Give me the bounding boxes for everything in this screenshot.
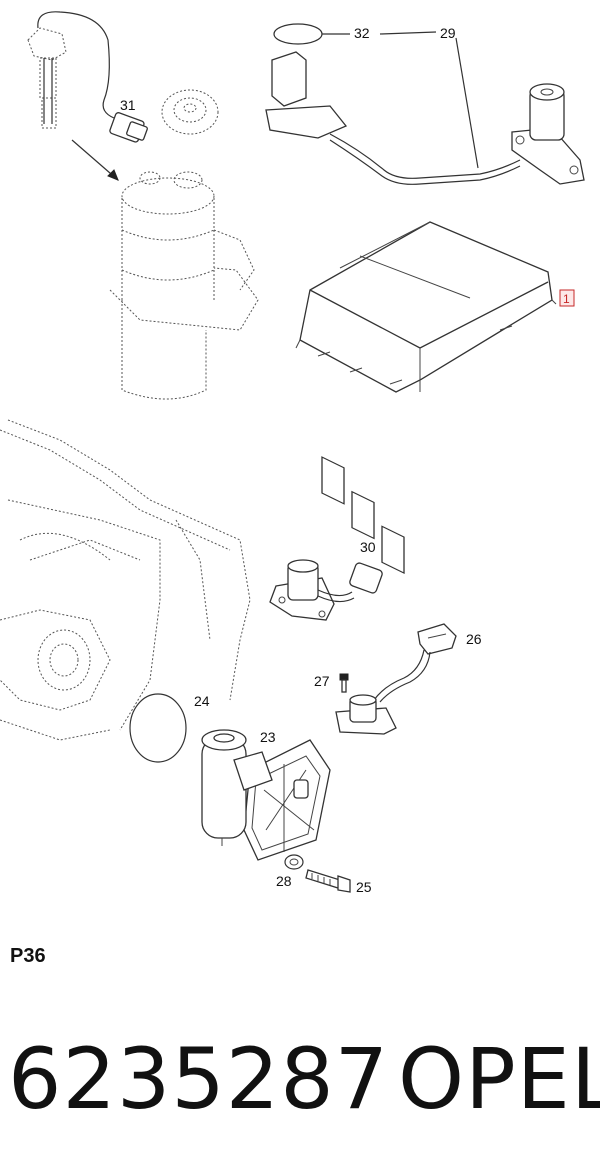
callout-32: 32	[354, 25, 370, 41]
arrow-pointer	[71, 139, 119, 181]
callout-31: 31	[120, 97, 136, 113]
callout-25: 25	[356, 879, 372, 895]
part-29-sensor-cable	[265, 23, 585, 185]
part-28-washer	[284, 854, 304, 870]
part-1-control-module	[295, 221, 557, 575]
pump-module	[109, 171, 259, 400]
solenoid-base	[335, 694, 397, 735]
part-25-bolt	[305, 869, 351, 893]
part-24-o-ring	[129, 693, 187, 763]
gear-wheel	[161, 89, 219, 135]
section-code: P36	[10, 945, 46, 967]
callout-23: 23	[260, 729, 276, 745]
part-27-screw	[339, 673, 349, 693]
callout-27: 27	[314, 673, 330, 689]
callout-1-box	[559, 289, 575, 307]
part-30-solenoid	[269, 559, 383, 621]
part-31-sensor-cable	[27, 11, 148, 143]
part-26-sensor	[373, 623, 457, 703]
callout-26: 26	[466, 631, 482, 647]
callout-28: 28	[276, 873, 292, 889]
transmission-housing	[0, 419, 251, 741]
part-23-pump-flange	[201, 729, 331, 861]
part-number: 6235287	[8, 1030, 390, 1128]
callout-29: 29	[440, 25, 456, 41]
callout-24: 24	[194, 693, 210, 709]
callout-1: 1	[563, 292, 570, 306]
callout-30: 30	[360, 539, 376, 555]
parts-diagram: 31 32 29	[0, 11, 585, 895]
manufacturer-name: OPEL	[398, 1030, 600, 1128]
